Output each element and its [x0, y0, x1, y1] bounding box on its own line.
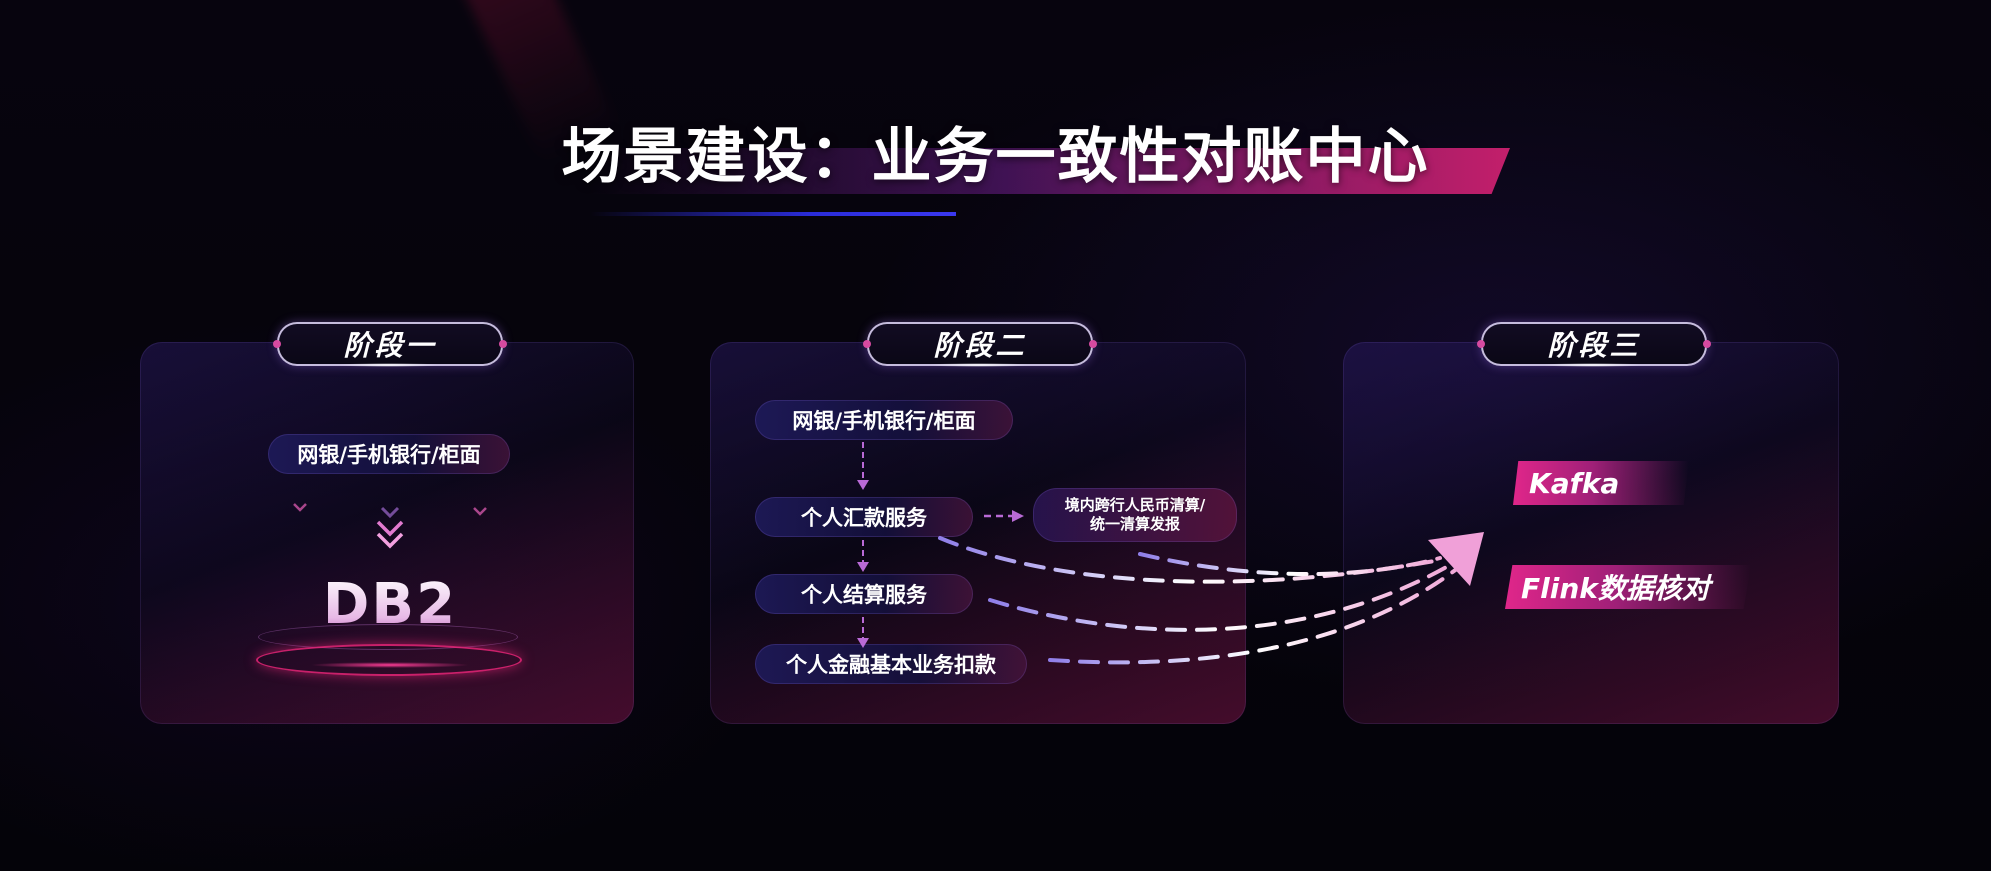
arrow-right-icon [984, 510, 1024, 522]
clearing-node-line2: 统一清算发报 [1089, 515, 1180, 533]
stage-one-text: 阶段一 [343, 329, 437, 362]
personal-finance-debit-node: 个人金融基本业务扣款 [755, 644, 1027, 684]
page-title: 场景建设：业务一致性对账中心 [561, 122, 1430, 192]
db2-label: DB2 [290, 572, 490, 637]
db-pedestal-ring [256, 644, 522, 676]
chevron-down-icon [293, 503, 487, 549]
stage-three-label: 阶段三 [1477, 322, 1711, 367]
title-highlight-bar [590, 148, 1510, 194]
stage-one-channel-node: 网银/手机银行/柜面 [268, 434, 510, 474]
curved-arrow-head [1428, 532, 1484, 586]
stage-two-text: 阶段二 [933, 329, 1027, 362]
stage-one-label: 阶段一 [273, 322, 507, 367]
flink-tag: Flink数据核对 [1505, 565, 1751, 609]
clearing-node-line1: 境内跨行人民币清算/ [1064, 496, 1206, 514]
stage-two-channel-node: 网银/手机银行/柜面 [755, 400, 1013, 440]
kafka-tag: Kafka [1513, 461, 1689, 505]
stage-two-label: 阶段二 [863, 322, 1097, 367]
personal-settlement-node: 个人结算服务 [755, 574, 973, 614]
db-pedestal-glow [310, 662, 470, 668]
curved-arrow-icon [938, 536, 1460, 665]
personal-remittance-node: 个人汇款服务 [755, 497, 973, 537]
title-underline [590, 212, 956, 216]
clearing-node: 境内跨行人民币清算/ 统一清算发报 [1033, 488, 1237, 542]
stage-three-text: 阶段三 [1547, 329, 1641, 362]
stage-three-panel [1343, 342, 1839, 724]
